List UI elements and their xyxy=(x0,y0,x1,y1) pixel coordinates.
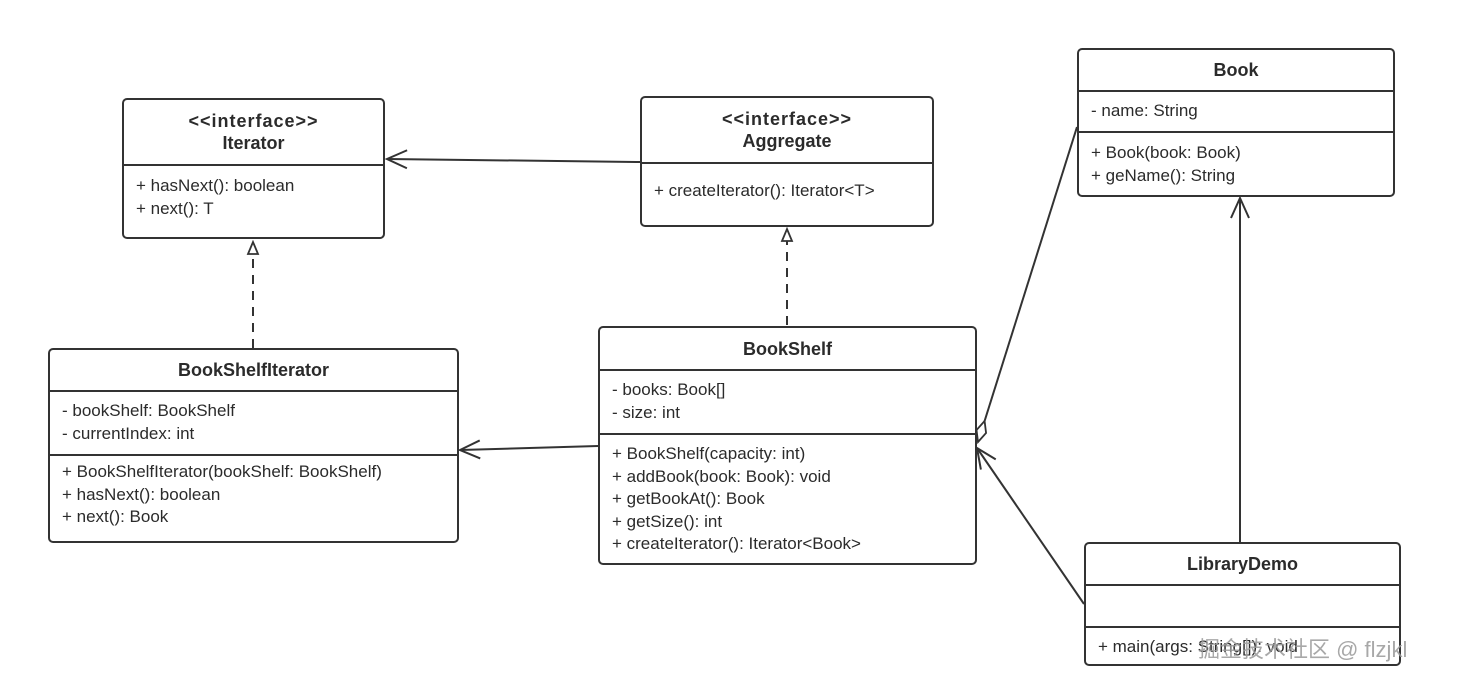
method: + next(): T xyxy=(136,198,214,218)
method: + getSize(): int xyxy=(612,511,723,531)
class-header: <<interface>> Iterator xyxy=(124,100,383,166)
attribute: - size: int xyxy=(612,402,681,422)
class-name: Book xyxy=(1213,60,1259,80)
class-library-demo[interactable]: LibraryDemo + main(args: String[]): void xyxy=(1084,542,1401,666)
method: + BookShelf(capacity: int) xyxy=(612,444,806,463)
class-name: Iterator xyxy=(222,133,285,153)
attribute: - books: Book[] xyxy=(612,380,726,399)
method: + next(): Book xyxy=(62,507,169,526)
attribute: - currentIndex: int xyxy=(62,423,195,443)
methods-section: + createIterator(): Iterator<T> xyxy=(642,164,932,209)
class-header: BookShelf xyxy=(600,328,975,371)
class-iterator[interactable]: <<interface>> Iterator + hasNext(): bool… xyxy=(122,98,385,239)
methods-section: + hasNext(): boolean + next(): T xyxy=(124,166,383,226)
method: + hasNext(): boolean xyxy=(136,176,295,195)
class-name: BookShelf xyxy=(742,338,832,359)
stereotype-label: <<interface>> xyxy=(188,111,319,131)
method: + geName(): String xyxy=(1091,165,1236,185)
attribute: - bookShelf: BookShelf xyxy=(62,401,235,420)
edge-librarydemo-bookshelf xyxy=(975,445,1085,605)
class-name: LibraryDemo xyxy=(1186,554,1299,574)
class-aggregate[interactable]: <<interface>> Aggregate + createIterator… xyxy=(640,96,934,227)
methods-section: + BookShelfIterator(bookShelf: BookShelf… xyxy=(50,456,457,535)
class-name: BookShelfIterator xyxy=(177,360,330,380)
class-header: Book xyxy=(1079,50,1393,92)
attribute: - name: String xyxy=(1091,101,1198,120)
method: + main(args: String[]): void xyxy=(1098,637,1298,656)
method: + createIterator(): Iterator<T> xyxy=(654,181,875,200)
edge-bookshelf-book-aggregation xyxy=(978,126,1078,442)
methods-section: + BookShelf(capacity: int) + addBook(boo… xyxy=(600,435,975,562)
class-bookshelf-iterator[interactable]: BookShelfIterator - bookShelf: BookShelf… xyxy=(48,348,459,543)
methods-section: + main(args: String[]): void xyxy=(1086,628,1399,665)
class-header: LibraryDemo xyxy=(1086,544,1399,586)
attributes-section: - bookShelf: BookShelf - currentIndex: i… xyxy=(50,392,457,456)
method: + createIterator(): Iterator<Book> xyxy=(612,534,861,553)
class-header: <<interface>> Aggregate xyxy=(642,98,932,164)
stereotype-label: <<interface>> xyxy=(721,109,853,129)
attributes-section: - name: String xyxy=(1079,92,1393,133)
methods-section: + Book(book: Book) + geName(): String xyxy=(1079,133,1393,193)
attributes-section: - books: Book[] - size: int xyxy=(600,371,975,435)
class-book[interactable]: Book - name: String + Book(book: Book) +… xyxy=(1077,48,1395,197)
class-bookshelf[interactable]: BookShelf - books: Book[] - size: int + … xyxy=(598,326,977,565)
class-name: Aggregate xyxy=(742,131,832,151)
class-header: BookShelfIterator xyxy=(50,350,457,392)
method: + addBook(book: Book): void xyxy=(612,466,831,486)
method: + getBookAt(): Book xyxy=(612,489,765,508)
method: + Book(book: Book) xyxy=(1091,143,1241,162)
edge-aggregate-iterator xyxy=(384,149,641,170)
attributes-section xyxy=(1086,586,1399,628)
watermark: 掘金技术社区 @ flzjkl xyxy=(1198,637,1408,662)
method: + BookShelfIterator(bookShelf: BookShelf… xyxy=(62,462,382,481)
edge-bookshelf-bookshelfiterator xyxy=(457,439,599,460)
method: + hasNext(): boolean xyxy=(62,484,221,504)
